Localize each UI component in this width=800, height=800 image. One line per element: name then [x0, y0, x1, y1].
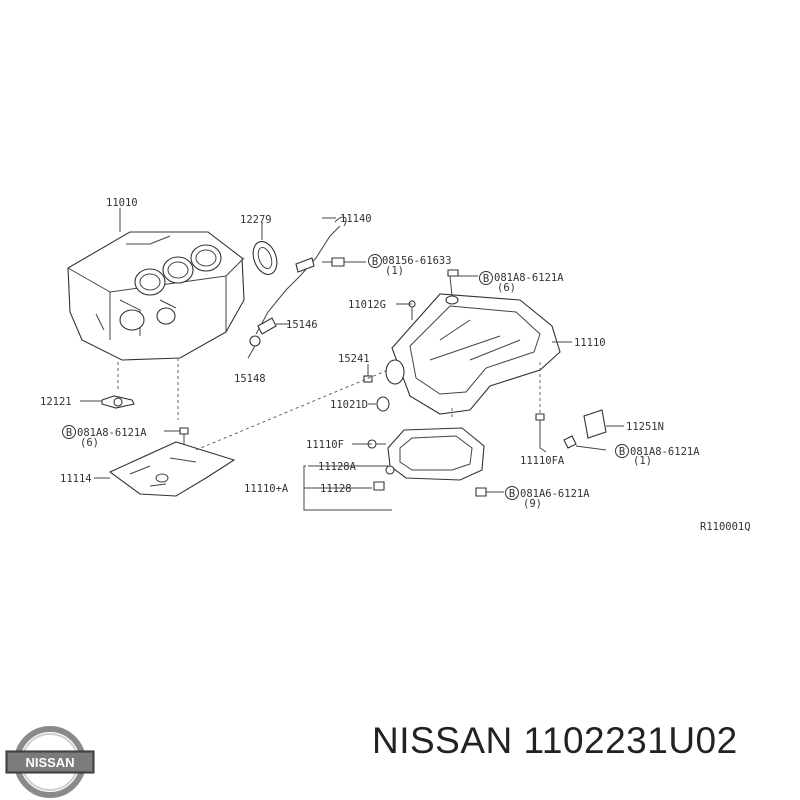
upper-oil-pan-drawing: [385, 275, 572, 420]
label-081A6-qty: (9): [523, 498, 542, 510]
label-15146: 15146: [286, 319, 318, 331]
part-number-caption: NISSAN 1102231U02: [372, 720, 738, 761]
bolt-081A8-top-drawing: [447, 269, 478, 277]
label-11110FA: 11110FA: [520, 455, 565, 467]
label-11114: 11114: [60, 473, 92, 485]
cylinder-block-drawing: [67, 231, 245, 420]
lower-oil-pan-drawing: [303, 427, 485, 511]
bolt-081A8-left-drawing: [164, 427, 189, 446]
oil-level-gauge-drawing: [247, 216, 347, 359]
rear-oil-seal-drawing: [252, 222, 278, 275]
label-081A8-top-qty: (6): [497, 282, 516, 294]
baffle-11251N-drawing: [563, 409, 624, 451]
svg-text:B: B: [509, 488, 515, 500]
label-15241: 15241: [338, 353, 370, 365]
cover-plate-drawing: [94, 369, 389, 497]
label-081A8-right-qty: (1): [633, 455, 652, 467]
bolt-marker-081A8-top: B: [479, 271, 493, 285]
bolt-marker-08156: B: [368, 254, 382, 268]
svg-text:B: B: [483, 273, 489, 285]
label-11128: 11128: [320, 483, 352, 495]
nissan-logo: NISSAN: [5, 726, 95, 798]
svg-text:NISSAN: NISSAN: [25, 755, 74, 770]
label-081A8-left: 081A8-6121A: [77, 427, 147, 439]
label-11110-A: 11110+A: [244, 483, 289, 495]
label-081A8-left-qty: (6): [80, 437, 99, 449]
svg-text:B: B: [619, 446, 625, 458]
bolt-081A6-drawing: [475, 487, 504, 497]
bolt-11110FA-drawing: [535, 413, 545, 448]
label-081A8-right: 081A8-6121A: [630, 446, 700, 458]
bolt-marker-081A8-right: B: [615, 444, 629, 458]
gasket-15241-drawing: [363, 364, 373, 383]
label-08156-61633: 08156-61633: [382, 255, 452, 267]
bolt-marker-081A8-left: B: [62, 425, 76, 439]
label-11021D: 11021D: [330, 399, 368, 411]
washer-11021D-drawing: [368, 396, 390, 412]
label-12279: 12279: [240, 214, 272, 226]
svg-text:B: B: [372, 256, 378, 268]
label-11110F: 11110F: [306, 439, 344, 451]
label-08156-qty: (1): [385, 265, 404, 277]
label-11012G: 11012G: [348, 299, 386, 311]
mount-bracket-drawing: [80, 395, 135, 409]
svg-text:B: B: [66, 427, 72, 439]
reference-code: R110001Q: [700, 521, 751, 533]
label-11010: 11010: [106, 197, 138, 209]
label-11128A: 11128A: [318, 461, 357, 473]
bolt-08156-drawing: [322, 257, 366, 267]
label-11140: 11140: [340, 213, 372, 225]
label-081A6: 081A6-6121A: [520, 488, 590, 500]
label-081A8-top: 081A8-6121A: [494, 272, 564, 284]
bolt-marker-081A6: B: [505, 486, 519, 500]
label-11251N: 11251N: [626, 421, 664, 433]
label-12121: 12121: [40, 396, 72, 408]
label-15148: 15148: [234, 373, 266, 385]
label-11110: 11110: [574, 337, 606, 349]
